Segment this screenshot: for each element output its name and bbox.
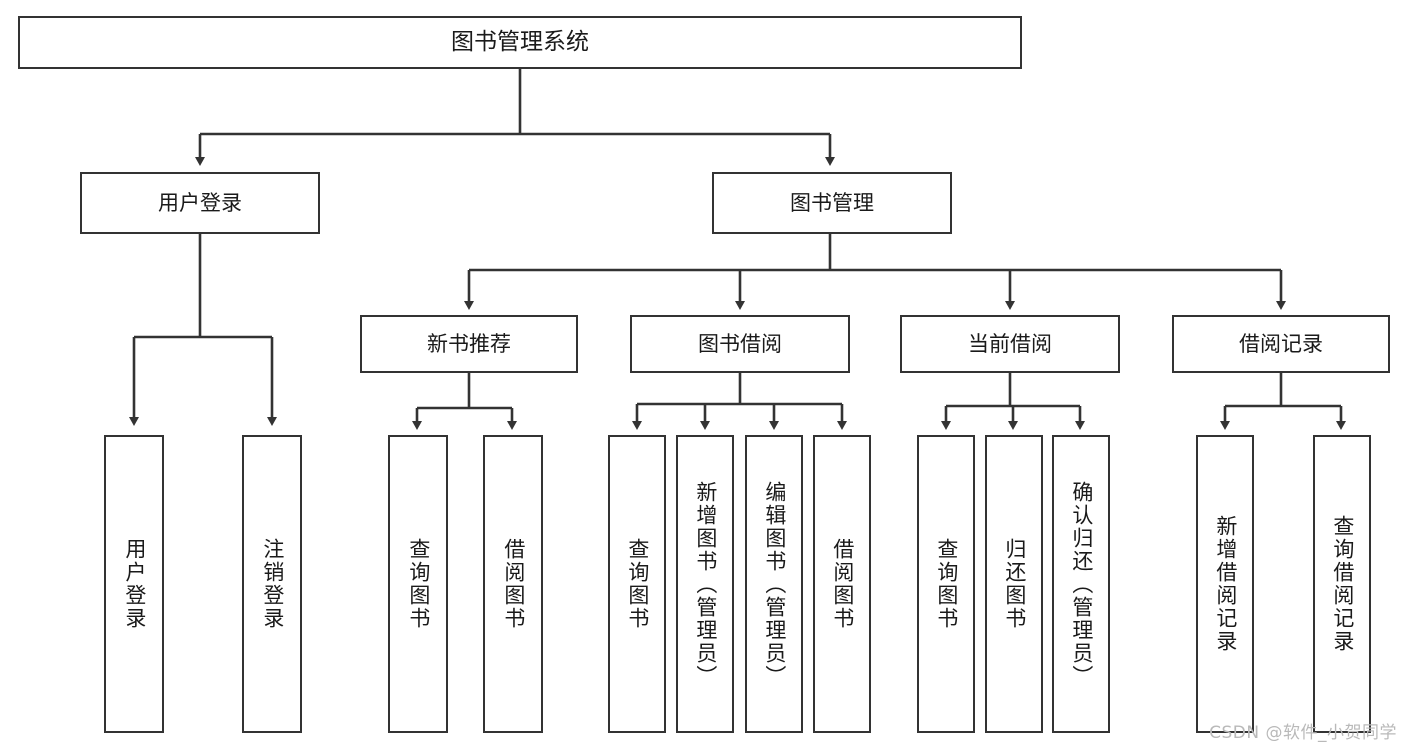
node-leaf-return-book[interactable]: 归还图书 [985, 435, 1043, 733]
node-leaf-add-borrow-record[interactable]: 新增借阅记录 [1196, 435, 1254, 733]
node-leaf-query-borrow-record-label: 查询借阅记录 [1330, 515, 1355, 653]
node-leaf-query-book-1-label: 查询图书 [406, 538, 431, 630]
watermark: CSDN @软件_小贺同学 [1209, 723, 1397, 743]
node-leaf-query-borrow-record[interactable]: 查询借阅记录 [1313, 435, 1371, 733]
node-leaf-edit-book-label: 编辑图书（管理员） [762, 480, 787, 688]
node-leaf-logout-login-label: 注销登录 [260, 538, 285, 630]
node-current-borrow-label: 当前借阅 [968, 331, 1052, 356]
node-leaf-query-book-2-label: 查询图书 [625, 538, 650, 630]
node-leaf-borrow-book-2[interactable]: 借阅图书 [813, 435, 871, 733]
node-leaf-query-book-2[interactable]: 查询图书 [608, 435, 666, 733]
node-leaf-query-book-3-label: 查询图书 [934, 538, 959, 630]
node-leaf-user-login[interactable]: 用户登录 [104, 435, 164, 733]
node-leaf-add-book[interactable]: 新增图书（管理员） [676, 435, 734, 733]
node-book-manage[interactable]: 图书管理 [712, 172, 952, 234]
node-leaf-confirm-return[interactable]: 确认归还（管理员） [1052, 435, 1110, 733]
node-leaf-user-login-label: 用户登录 [122, 538, 147, 630]
node-book-manage-label: 图书管理 [790, 190, 874, 215]
node-leaf-confirm-return-label: 确认归还（管理员） [1069, 480, 1094, 688]
node-leaf-add-borrow-record-label: 新增借阅记录 [1213, 515, 1238, 653]
node-user-login[interactable]: 用户登录 [80, 172, 320, 234]
node-borrow-record[interactable]: 借阅记录 [1172, 315, 1390, 373]
node-root-book-management-system[interactable]: 图书管理系统 [18, 16, 1022, 69]
node-leaf-query-book-3[interactable]: 查询图书 [917, 435, 975, 733]
node-new-book-recommend[interactable]: 新书推荐 [360, 315, 578, 373]
node-new-book-recommend-label: 新书推荐 [427, 331, 511, 356]
node-borrow-record-label: 借阅记录 [1239, 331, 1323, 356]
node-leaf-edit-book[interactable]: 编辑图书（管理员） [745, 435, 803, 733]
node-leaf-return-book-label: 归还图书 [1002, 538, 1027, 630]
node-leaf-borrow-book-2-label: 借阅图书 [830, 538, 855, 630]
node-leaf-query-book-1[interactable]: 查询图书 [388, 435, 448, 733]
node-current-borrow[interactable]: 当前借阅 [900, 315, 1120, 373]
node-leaf-borrow-book-1-label: 借阅图书 [501, 538, 526, 630]
node-leaf-add-book-label: 新增图书（管理员） [693, 480, 718, 688]
node-user-login-label: 用户登录 [158, 190, 242, 215]
node-leaf-logout-login[interactable]: 注销登录 [242, 435, 302, 733]
node-book-borrow-label: 图书借阅 [698, 331, 782, 356]
node-book-borrow[interactable]: 图书借阅 [630, 315, 850, 373]
node-leaf-borrow-book-1[interactable]: 借阅图书 [483, 435, 543, 733]
node-root-label: 图书管理系统 [451, 29, 589, 56]
